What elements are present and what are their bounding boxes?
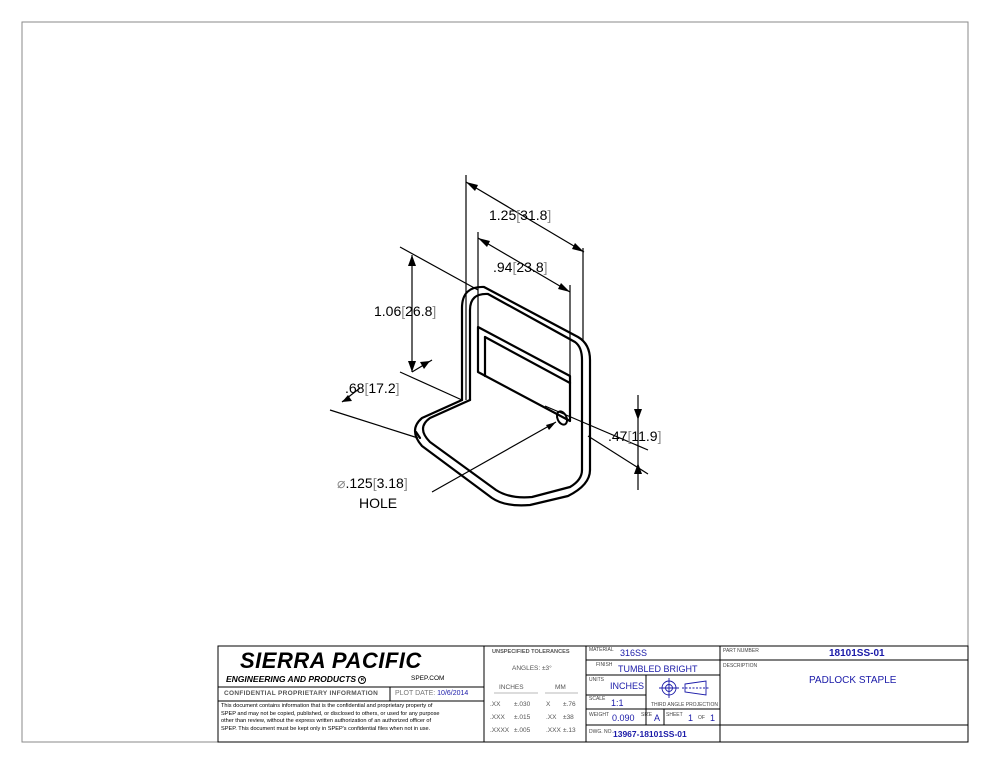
dwg-label: DWG. NO.: [589, 729, 613, 735]
description-label: DESCRIPTION: [723, 663, 758, 669]
description-value: PADLOCK STAPLE: [809, 675, 897, 686]
dim-overall-width: 1.25[31.8]: [489, 207, 552, 223]
units-label: UNITS: [589, 677, 604, 683]
tolerance-angles: ANGLES: ±3°: [512, 665, 552, 672]
part-outline: [413, 285, 592, 507]
confidential-label: CONFIDENTIAL PROPRIETARY INFORMATION: [224, 690, 379, 697]
diameter-icon: ⌀: [337, 475, 346, 491]
scale-label: SCALE: [589, 696, 606, 702]
finish-label: FINISH: [596, 662, 613, 668]
tolerance-mm-header: MM: [555, 684, 566, 691]
tolerance-row: .XXX±.015.XX±38: [490, 714, 574, 721]
scale-value: 1:1: [611, 698, 624, 708]
sheet-of-label: OF: [698, 715, 705, 721]
dim-hole-offset: .47[11.9]: [608, 428, 662, 444]
confidential-notice: This document contains information that …: [221, 703, 440, 732]
tolerance-inches-header: INCHES: [499, 684, 524, 691]
sheet-label: SHEET: [666, 712, 683, 718]
material-label: MATERIAL: [589, 647, 614, 653]
dim-depth: .68[17.2]: [345, 380, 400, 396]
tolerances-heading: UNSPECIFIED TOLERANCES: [492, 649, 570, 655]
hole-note: HOLE: [359, 495, 398, 511]
material-value: 316SS: [620, 648, 648, 658]
company-logo: SIERRA PACIFIC: [240, 648, 422, 673]
registered-icon: R: [358, 675, 367, 684]
sheet-total: 1: [710, 713, 716, 723]
projection-symbol-icon: [659, 678, 710, 698]
company-subtitle: ENGINEERING AND PRODUCTS R: [226, 675, 367, 684]
hole: [555, 410, 569, 426]
sheet-value: 1: [688, 713, 694, 723]
dim-hole-diameter: ⌀.125[3.18]: [337, 475, 408, 491]
plot-date: PLOT DATE: 10/6/2014: [395, 690, 469, 697]
company-website: SPEP.COM: [411, 675, 445, 682]
weight-value: 0.090: [612, 713, 635, 723]
tolerance-row: .XXXX±.005.XXX±.13: [490, 727, 576, 734]
part-number-label: PART NUMBER: [723, 648, 759, 654]
dwg-number: 13967-18101SS-01: [613, 729, 687, 739]
dimension-arrows: [342, 182, 642, 474]
size-value: A: [654, 713, 661, 723]
weight-label: WEIGHT: [589, 712, 609, 718]
finish-value: TUMBLED BRIGHT: [618, 664, 698, 674]
units-value: INCHES: [610, 681, 645, 691]
projection-label: THIRD ANGLE PROJECTION: [651, 702, 718, 708]
dim-height: 1.06[26.8]: [374, 303, 437, 319]
title-block-grid: [217, 645, 969, 743]
part-number: 18101SS-01: [829, 648, 885, 659]
dim-opening-width: .94[23.8]: [493, 259, 548, 275]
size-label: SIZE: [641, 712, 653, 718]
